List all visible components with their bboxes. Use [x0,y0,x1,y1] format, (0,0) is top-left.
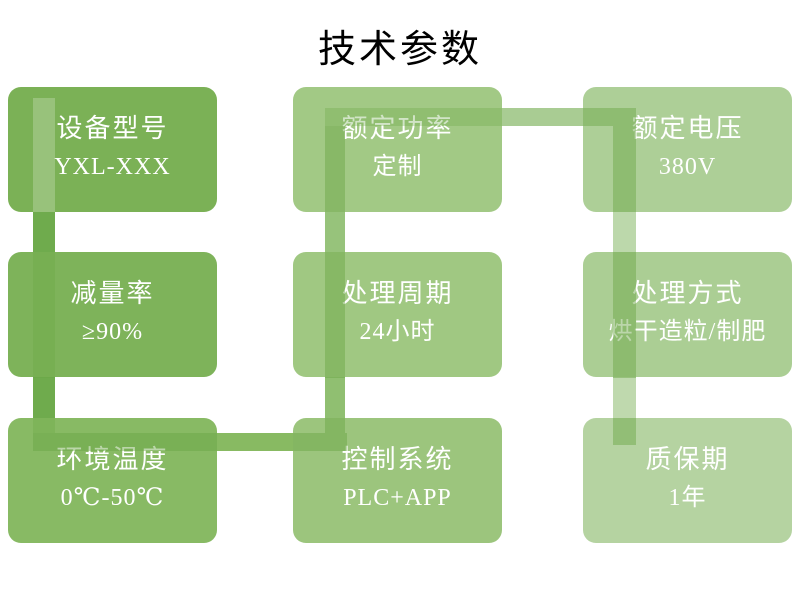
param-value: 烘干造粒/制肥 [608,319,767,345]
param-label: 处理周期 [341,279,454,308]
param-label: 设备型号 [56,114,169,143]
connector-segment [495,108,590,126]
param-value: ≥90% [81,319,144,345]
param-box-control-system: 控制系统 PLC+APP [293,418,502,543]
param-value: 0℃-50℃ [60,485,165,511]
connector-stripe [325,252,345,378]
param-label: 控制系统 [341,445,454,474]
connector-stripe [613,418,636,445]
connector-segment [33,370,55,425]
param-label: 环境温度 [56,445,169,474]
param-value: 24小时 [359,319,436,345]
param-box-rated-voltage: 额定电压 380V [583,87,792,212]
connector-stripe [613,126,636,212]
param-value: YXL-XXX [54,154,171,180]
connector-stripe [33,252,55,378]
connector-stripe [325,126,345,212]
param-box-reduction-rate: 减量率 ≥90% [8,252,217,377]
connector-stripe [325,418,345,433]
connector-segment [210,433,300,451]
connector-stripe [33,433,217,451]
param-box-device-model: 设备型号 YXL-XXX [8,87,217,212]
connector-stripe [613,252,636,378]
connector-segment [325,205,345,260]
param-box-rated-power: 额定功率 定制 [293,87,502,212]
param-box-processing-cycle: 处理周期 24小时 [293,252,502,377]
param-value: 380V [658,154,717,180]
param-value: 1年 [668,485,707,511]
connector-segment [613,370,636,425]
param-value: 定制 [372,154,423,180]
connector-stripe [293,433,347,451]
connector-stripe [583,108,636,126]
param-box-processing-method: 处理方式 烘干造粒/制肥 [583,252,792,377]
connector-segment [613,205,636,260]
connector-stripe [33,98,55,212]
connector-stripe [325,108,502,126]
connector-stripe [33,418,55,433]
param-label: 额定电压 [631,114,744,143]
connector-segment [33,205,55,260]
param-label: 处理方式 [631,279,744,308]
page-title: 技术参数 [317,29,482,71]
param-label: 减量率 [70,279,155,308]
param-label: 额定功率 [341,114,454,143]
param-label: 质保期 [645,445,730,474]
param-box-ambient-temperature: 环境温度 0℃-50℃ [8,418,217,543]
connector-segment [325,370,345,425]
param-box-warranty: 质保期 1年 [583,418,792,543]
param-value: PLC+APP [343,485,452,511]
